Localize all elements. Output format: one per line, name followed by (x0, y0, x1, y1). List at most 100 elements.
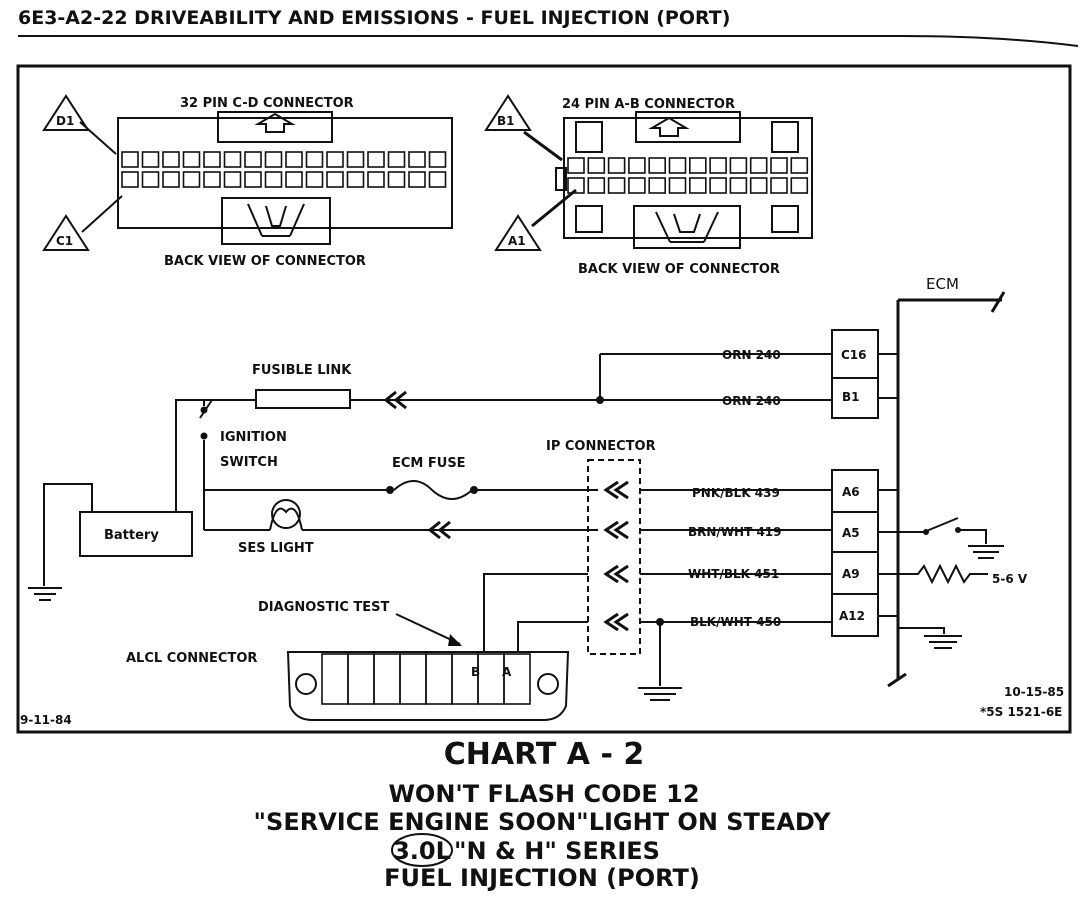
connector-ab-pin (587, 157, 606, 174)
alcl-pin-a-label: A (502, 665, 512, 679)
ecm-pin-label: A9 (842, 567, 860, 581)
connector-ab-slot (771, 121, 799, 153)
connector-cd-pin (387, 171, 406, 188)
engine-circle-mark (391, 833, 453, 867)
wire-orn-240-c16 (599, 353, 832, 400)
connector-cd-pin (223, 171, 242, 188)
alcl-mount-hole (537, 673, 559, 695)
marker-d1-label: D1 (56, 114, 74, 128)
ip-connector-label: IP CONNECTOR (546, 439, 656, 454)
wire-label: BRN/WHT 419 (688, 525, 782, 539)
connector-cd-pin (428, 151, 447, 168)
diagram-frame (16, 64, 1072, 734)
connector-cd-pin (305, 151, 324, 168)
alcl-pin-b-label: B (471, 665, 480, 679)
ecm-pin-a12: A12 BLK/WHT 450 (690, 593, 879, 637)
date-left: 9-11-84 (20, 713, 72, 727)
connector-ab-pin (770, 177, 788, 194)
inline-connector-icon (383, 390, 407, 410)
ecm: ECM (887, 275, 1006, 688)
chart-subtitle-1: WON'T FLASH CODE 12 (388, 780, 699, 808)
connector-cd-pin (387, 151, 406, 168)
connector-cd-pin (162, 151, 180, 168)
connector-ab-pin (749, 177, 768, 194)
a9-resistor-icon (898, 563, 988, 585)
a5-switch-contact (923, 529, 929, 535)
connector-cd-latch-mark (247, 203, 305, 237)
ecm-pin-label: B1 (842, 390, 860, 404)
ecm-pin-b1: B1 ORN 240 (722, 377, 879, 419)
connector-ab-pin (628, 177, 646, 194)
connector-24-pin-ab: 24 PIN A-B CONNECTOR B1 A1 BACK VIEW OF … (484, 94, 813, 277)
ip-connector-pin-icon (603, 564, 629, 584)
connector-ab-pin (648, 177, 667, 194)
ses-light-label: SES LIGHT (238, 541, 314, 556)
voltage-label: 5-6 V (992, 572, 1028, 586)
connector-ab-pin (648, 157, 667, 174)
connector-ab-pin (607, 157, 626, 174)
chart-subtitle-4: FUEL INJECTION (PORT) (384, 864, 700, 892)
connector-ab-pin (729, 177, 748, 194)
connector-ab-pin (749, 157, 768, 174)
ip-connector-pin-icon (603, 480, 629, 500)
connector-ab-latch (633, 205, 741, 249)
fuse-terminal (386, 486, 394, 494)
ses-light-filament (269, 507, 303, 531)
alcl-connector-body (286, 651, 570, 721)
connector-cd-pin (305, 171, 324, 188)
alcl-pin-cavity (425, 653, 453, 705)
alcl-pin-cavity (321, 653, 349, 705)
ignition-switch-contact (200, 432, 208, 440)
connector-ab-key (635, 111, 741, 143)
connector-cd-pin (408, 151, 426, 168)
diagnostic-test-label: DIAGNOSTIC TEST (258, 600, 390, 615)
ip-connector-pin-icon (603, 520, 629, 540)
connector-cd-pin (264, 151, 283, 168)
connector-cd-pin (408, 171, 426, 188)
connector-ab-tab (555, 167, 567, 191)
connector-ab-slot (575, 121, 603, 153)
fuse-terminal (470, 486, 478, 494)
ecm-fuse-label: ECM FUSE (392, 456, 466, 471)
alcl-pin-row (321, 653, 531, 705)
engine-size: 3.0L (393, 837, 451, 865)
connector-cd-pin (141, 171, 160, 188)
ecm-pin-label: A6 (842, 485, 860, 499)
battery-label: Battery (104, 528, 159, 543)
connector-cd-pin (346, 151, 365, 168)
alcl-pin-cavity (477, 653, 505, 705)
marker-c1-label: C1 (56, 234, 73, 248)
connector-cd-pin (244, 171, 262, 188)
fusible-link (255, 389, 351, 409)
alcl-pin-cavity (399, 653, 427, 705)
connector-cd-pin (203, 171, 221, 188)
connector-ab-caption: BACK VIEW OF CONNECTOR (578, 262, 780, 277)
ecm-label: ECM (926, 275, 959, 293)
marker-d1-icon (42, 94, 90, 131)
marker-b1-icon (484, 94, 532, 131)
connector-cd-caption: BACK VIEW OF CONNECTOR (164, 254, 366, 269)
connector-ab-pin-grid (567, 157, 809, 194)
page-header: 6E3-A2-22 DRIVEABILITY AND EMISSIONS - F… (18, 7, 730, 29)
ground-icon (638, 687, 682, 701)
battery-ground-wire (43, 483, 93, 586)
marker-c1-leader (81, 195, 123, 233)
connector-cd-pin (428, 171, 447, 188)
connector-ab-pin (790, 177, 809, 194)
connector-cd-pin (223, 151, 242, 168)
a12-ground-lead (898, 627, 945, 634)
connector-ab-body (563, 117, 813, 239)
ground-icon (924, 635, 962, 649)
inline-connector-icon (427, 520, 451, 540)
ground-icon (968, 545, 1004, 559)
fusible-link-label: FUSIBLE LINK (252, 363, 352, 378)
connector-cd-pin (285, 171, 303, 188)
connector-cd-pin (121, 171, 139, 188)
connector-ab-pin (709, 157, 727, 174)
arrow-head-icon (448, 634, 462, 646)
connector-cd-pin (121, 151, 139, 168)
connector-ab-up-arrow-icon (648, 116, 690, 137)
chart-title: CHART A - 2 (444, 737, 644, 772)
ip-to-ecm-wires (640, 489, 832, 623)
